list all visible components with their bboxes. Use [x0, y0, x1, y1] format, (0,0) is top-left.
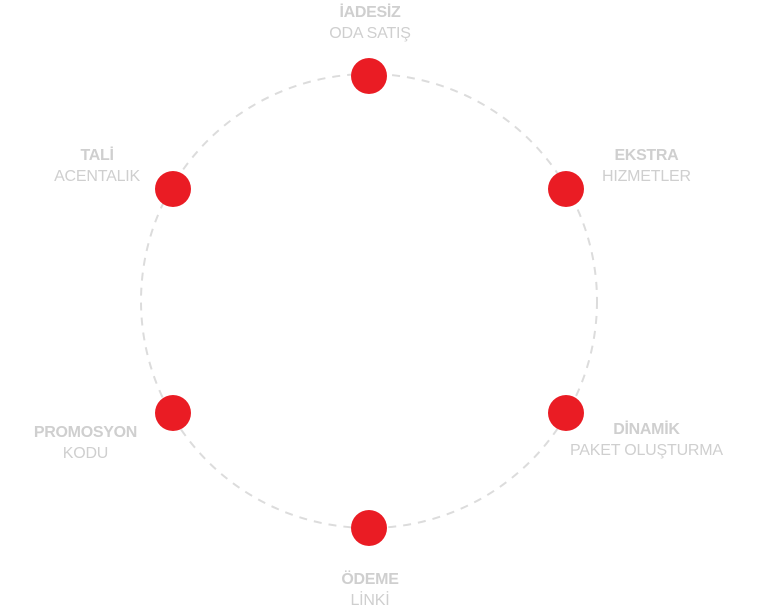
node-subtitle: PAKET OLUŞTURMA — [570, 442, 723, 459]
node-dot-upper-left — [155, 171, 191, 207]
dashed-ring — [140, 73, 598, 529]
node-title: TALİ — [80, 147, 114, 164]
node-label-lower-left: PROMOSYON KODU — [34, 425, 137, 462]
node-title: EKSTRA — [614, 147, 679, 164]
node-label-lower-right: DİNAMİK PAKET OLUŞTURMA — [570, 422, 723, 459]
node-title: ÖDEME — [341, 571, 399, 588]
node-label-upper-right: EKSTRA HIZMETLER — [602, 148, 691, 185]
node-subtitle: ODA SATIŞ — [329, 25, 411, 42]
node-dot-lower-right — [548, 395, 584, 431]
node-label-top: İADESİZ ODA SATIŞ — [270, 5, 470, 42]
node-dot-bottom — [351, 510, 387, 546]
node-dot-upper-right — [548, 171, 584, 207]
node-title: İADESİZ — [339, 4, 401, 21]
node-dot-top — [351, 58, 387, 94]
node-label-upper-left: TALİ ACENTALIK — [54, 148, 140, 185]
node-label-bottom: ÖDEME LİNKİ — [270, 572, 470, 609]
node-title: PROMOSYON — [33, 424, 137, 441]
node-subtitle: KODU — [62, 445, 109, 462]
node-subtitle: ACENTALIK — [54, 168, 140, 185]
node-subtitle: LİNKİ — [350, 592, 390, 609]
node-subtitle: HIZMETLER — [602, 168, 691, 185]
node-dot-lower-left — [155, 395, 191, 431]
node-title: DİNAMİK — [613, 421, 680, 438]
